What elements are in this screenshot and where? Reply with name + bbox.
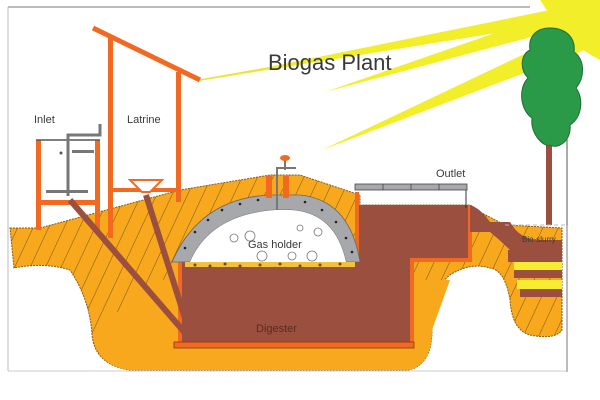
sun-ray-thin bbox=[199, 67, 269, 81]
gas-pipe-collar bbox=[266, 176, 272, 198]
outlet bbox=[354, 183, 468, 208]
label-latrine: Latrine bbox=[127, 114, 161, 126]
diagram-title: Biogas Plant bbox=[268, 50, 392, 75]
inlet-post-left bbox=[36, 140, 41, 230]
gas-pipe bbox=[266, 155, 296, 210]
label-digester: Digester bbox=[256, 323, 297, 335]
gas-pipe-collar bbox=[283, 176, 289, 198]
fertile-layer bbox=[514, 262, 562, 270]
latrine-post-right bbox=[176, 72, 181, 202]
inlet bbox=[36, 124, 102, 230]
sun-ray bbox=[325, 0, 595, 92]
mixer-lever bbox=[72, 150, 94, 153]
label-bio-slurry: Bio-slurry bbox=[522, 235, 556, 244]
inlet-base bbox=[36, 200, 100, 205]
digester-floor bbox=[173, 341, 415, 349]
sun-disc bbox=[540, 0, 600, 60]
label-outlet: Outlet bbox=[436, 168, 465, 180]
slurry-surface bbox=[185, 262, 355, 267]
mixer-handle[interactable] bbox=[66, 124, 102, 196]
slurry-layer-top bbox=[470, 205, 562, 250]
tree-crown bbox=[521, 27, 583, 147]
latrine-feed-pipe bbox=[143, 194, 193, 335]
tree-trunk bbox=[546, 145, 552, 225]
tree bbox=[521, 27, 583, 225]
gas-holder bbox=[171, 194, 361, 268]
sun-ray bbox=[205, 8, 565, 80]
dome-aggregate-dots bbox=[183, 198, 354, 254]
inlet-feed-pipe bbox=[67, 198, 189, 336]
inlet-post-right bbox=[95, 140, 100, 230]
digester bbox=[173, 192, 472, 349]
latrine-post-left bbox=[108, 38, 113, 238]
gas-valve-icon[interactable] bbox=[280, 155, 290, 161]
gas-valve-stem bbox=[284, 160, 286, 170]
slurry-layer bbox=[514, 270, 562, 278]
slurry-surface-dots bbox=[193, 262, 342, 268]
slurry-layer bbox=[508, 250, 562, 262]
gas-pipe-line bbox=[276, 167, 296, 210]
label-inlet: Inlet bbox=[34, 114, 55, 126]
mixer-knob bbox=[59, 151, 63, 155]
gas-bubbles bbox=[229, 224, 323, 262]
latrine bbox=[91, 25, 202, 238]
fertile-layer bbox=[517, 280, 562, 289]
outlet-chamber-slurry bbox=[355, 205, 468, 342]
bio-slurry-pit bbox=[470, 205, 565, 297]
gas-space bbox=[190, 210, 346, 262]
label-gas-holder: Gas holder bbox=[248, 239, 302, 251]
mixer-paddle bbox=[46, 190, 88, 193]
slurry-layer bbox=[520, 289, 562, 297]
latrine-pan bbox=[127, 179, 165, 193]
latrine-roof bbox=[91, 25, 202, 83]
